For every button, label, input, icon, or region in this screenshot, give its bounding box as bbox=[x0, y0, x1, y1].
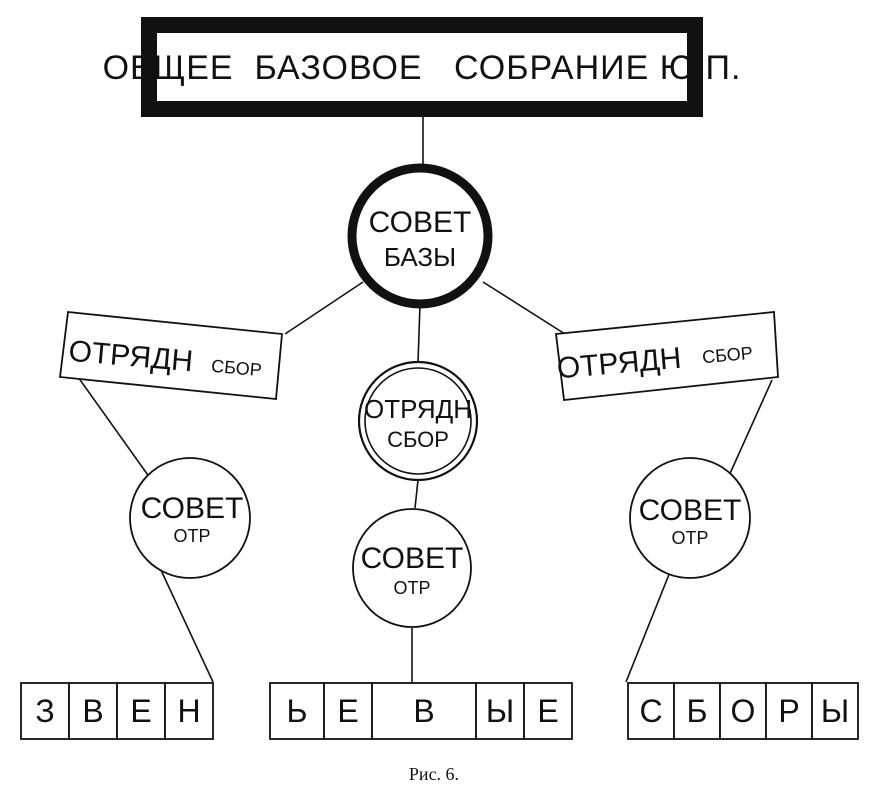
left-council-line2: ОТР bbox=[173, 526, 210, 546]
base-council-line2: БАЗЫ bbox=[384, 242, 456, 272]
line-council-to-right-sbor bbox=[482, 281, 566, 335]
line-center-sbor-to-council bbox=[414, 479, 419, 509]
row-right-cell: Ы bbox=[811, 682, 859, 740]
row-right-cell: О bbox=[719, 682, 767, 740]
right-council-line2: ОТР bbox=[671, 528, 708, 548]
cell-frame bbox=[164, 682, 214, 740]
left-sbor-box bbox=[58, 311, 283, 400]
row-left-cell: З bbox=[20, 682, 70, 740]
right-sbor-box bbox=[554, 311, 779, 401]
connector-lines bbox=[77, 116, 773, 683]
center-council-circle bbox=[352, 508, 472, 628]
center-council-line2: ОТР bbox=[393, 578, 430, 598]
row-center-cell: Е bbox=[323, 682, 373, 740]
cell-frame bbox=[20, 682, 70, 740]
cell-letter: Р bbox=[778, 693, 799, 729]
cell-letter: Е bbox=[130, 693, 151, 729]
cell-letter: Е bbox=[537, 693, 558, 729]
cell-frame bbox=[523, 682, 573, 740]
line-right-council-to-row bbox=[625, 571, 671, 683]
cell-frame bbox=[765, 682, 813, 740]
row-right-cell: С bbox=[627, 682, 675, 740]
row-right-cell: Б bbox=[673, 682, 721, 740]
cell-letter: Б bbox=[687, 693, 708, 729]
row-left-cell: В bbox=[68, 682, 118, 740]
left-council-line1: СОВЕТ bbox=[141, 492, 244, 525]
row-center-cell: В bbox=[371, 682, 477, 740]
right-council-circle bbox=[629, 457, 751, 579]
left-sbor-small: СБОР bbox=[210, 356, 262, 380]
cell-letter: З bbox=[35, 693, 54, 729]
left-council-node: СОВЕТ ОТР bbox=[129, 457, 251, 579]
general-assembly-box: ОБЩЕЕ БАЗОВОЕ СОБРАНИЕ Ю.П. bbox=[103, 17, 742, 117]
center-sbor-line1: ОТРЯДН bbox=[364, 394, 472, 424]
top-box-label: ОБЩЕЕ БАЗОВОЕ СОБРАНИЕ Ю.П. bbox=[103, 49, 742, 87]
cell-letter: Ы bbox=[486, 693, 514, 729]
row-right-cell: Р bbox=[765, 682, 813, 740]
right-sbor-small: СБОР bbox=[701, 343, 753, 367]
row-center-cell: Е bbox=[523, 682, 573, 740]
cell-frame bbox=[673, 682, 721, 740]
base-council-circle bbox=[347, 163, 493, 309]
base-council-node: СОВЕТ БАЗЫ bbox=[347, 163, 493, 309]
cell-letter: Ы bbox=[821, 693, 849, 729]
row-left-cell: Н bbox=[164, 682, 214, 740]
center-council-line1: СОВЕТ bbox=[361, 542, 464, 575]
cell-frame bbox=[116, 682, 166, 740]
line-council-to-left-sbor bbox=[284, 281, 364, 335]
cell-letter: Н bbox=[177, 693, 200, 729]
cell-frame bbox=[627, 682, 675, 740]
cell-letter: В bbox=[82, 693, 103, 729]
line-left-sbor-to-council bbox=[77, 376, 151, 479]
right-sbor-node: ОТРЯДН СБОР bbox=[554, 311, 779, 401]
cell-frame bbox=[323, 682, 373, 740]
cell-letter: Ь bbox=[287, 693, 308, 729]
row-center-cell: Ь bbox=[269, 682, 325, 740]
cell-letter: В bbox=[413, 693, 434, 729]
cell-letter: Е bbox=[337, 693, 358, 729]
center-sbor-outer-circle bbox=[357, 360, 479, 482]
cell-letter: С bbox=[639, 693, 662, 729]
cell-frame bbox=[719, 682, 767, 740]
top-box-inner bbox=[157, 33, 687, 101]
cell-letter: О bbox=[731, 693, 756, 729]
figure-caption: Рис. 6. bbox=[409, 764, 459, 784]
line-left-council-to-row bbox=[159, 567, 214, 683]
right-council-line1: СОВЕТ bbox=[639, 494, 742, 527]
right-council-node: СОВЕТ ОТР bbox=[629, 457, 751, 579]
cell-frame bbox=[811, 682, 859, 740]
base-council-line1: СОВЕТ bbox=[369, 206, 472, 239]
left-sbor-node: ОТРЯДН СБОР bbox=[58, 311, 283, 400]
center-council-node: СОВЕТ ОТР bbox=[352, 508, 472, 628]
line-council-to-center-sbor bbox=[417, 304, 421, 363]
line-right-sbor-to-council bbox=[727, 379, 773, 479]
row-center-cell: Ы bbox=[475, 682, 525, 740]
left-council-circle bbox=[129, 457, 251, 579]
center-sbor-node: ОТРЯДН СБОР bbox=[357, 360, 479, 482]
center-sbor-inner-circle bbox=[364, 367, 472, 475]
cell-frame bbox=[269, 682, 325, 740]
row-left-cell: Е bbox=[116, 682, 166, 740]
center-sbor-line2: СБОР bbox=[387, 427, 449, 452]
